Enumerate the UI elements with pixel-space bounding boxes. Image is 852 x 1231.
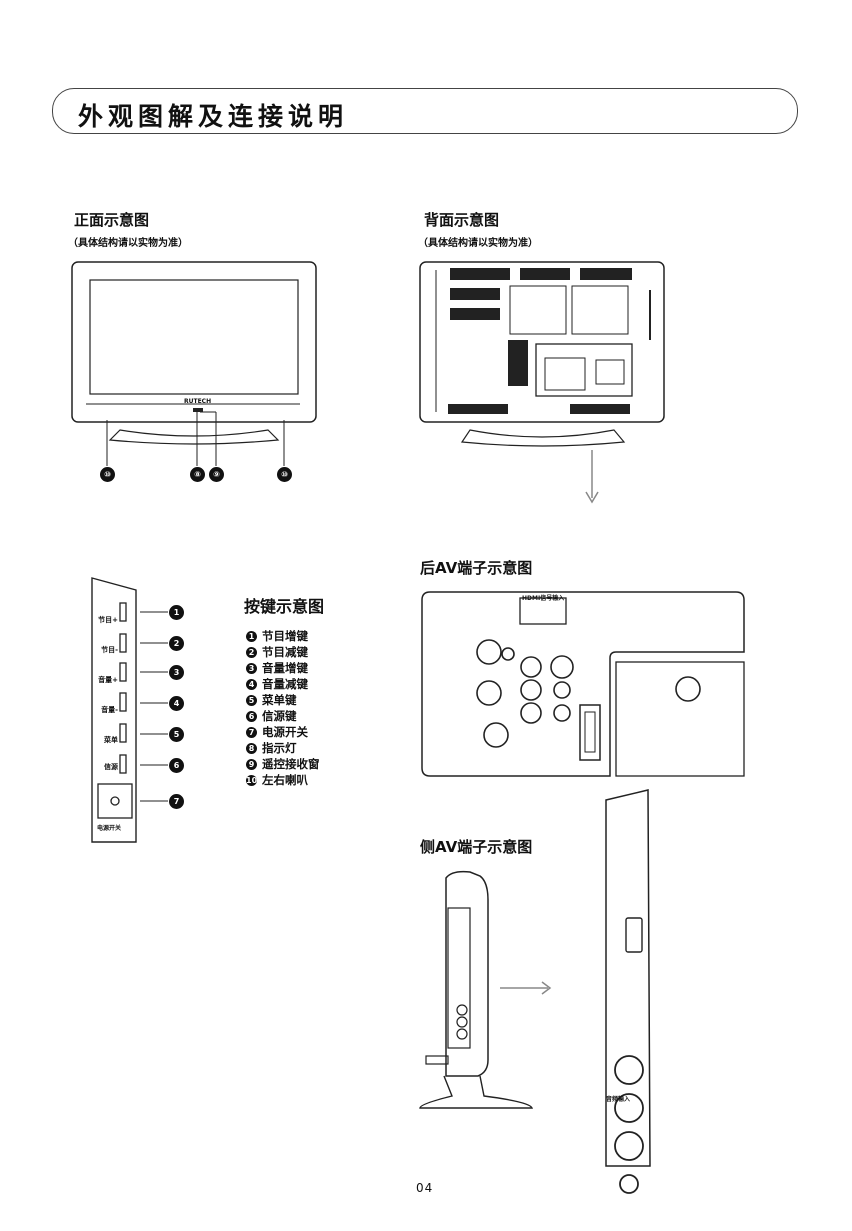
callout-8: ⑧ xyxy=(190,467,205,482)
front-heading: 正面示意图 xyxy=(74,211,150,229)
key-callout-4: 4 xyxy=(169,696,184,711)
key-label-vol-down: 音量- xyxy=(101,706,118,714)
key-callout-7: 7 xyxy=(169,794,184,809)
front-note: （具体结构请以实物为准） xyxy=(68,238,188,249)
brand-logo: RUTECH xyxy=(184,398,212,405)
key-label-vol-up: 音量+ xyxy=(98,676,118,684)
title-frame xyxy=(52,88,798,134)
key-callout-6: 6 xyxy=(169,758,184,773)
page-title: 外观图解及连接说明 xyxy=(78,102,349,131)
rear-av-heading: 后AV端子示意图 xyxy=(420,559,533,577)
key-callout-5: 5 xyxy=(169,727,184,742)
side-av-audio-label: 音频输入 xyxy=(606,1096,631,1103)
key-label-ch-up: 节目+ xyxy=(98,616,118,624)
hdmi-label: HDMI信号输入 xyxy=(522,595,565,602)
page-number: 04 xyxy=(416,1181,434,1195)
back-note: （具体结构请以实物为准） xyxy=(418,238,538,249)
key-callout-2: 2 xyxy=(169,636,184,651)
key-label-source: 信源 xyxy=(104,763,118,771)
key-label-menu: 菜单 xyxy=(104,736,118,744)
back-heading: 背面示意图 xyxy=(424,211,500,229)
callout-10-left: ⑩ xyxy=(100,467,115,482)
key-callout-3: 3 xyxy=(169,665,184,680)
side-av-heading: 侧AV端子示意图 xyxy=(420,838,533,856)
key-label-power: 电源开关 xyxy=(97,825,122,832)
callout-10-right: ⑩ xyxy=(277,467,292,482)
key-callout-1: 1 xyxy=(169,605,184,620)
key-label-ch-down: 节目- xyxy=(101,646,118,654)
keys-heading: 按键示意图 xyxy=(244,597,325,616)
callout-9: ⑨ xyxy=(209,467,224,482)
